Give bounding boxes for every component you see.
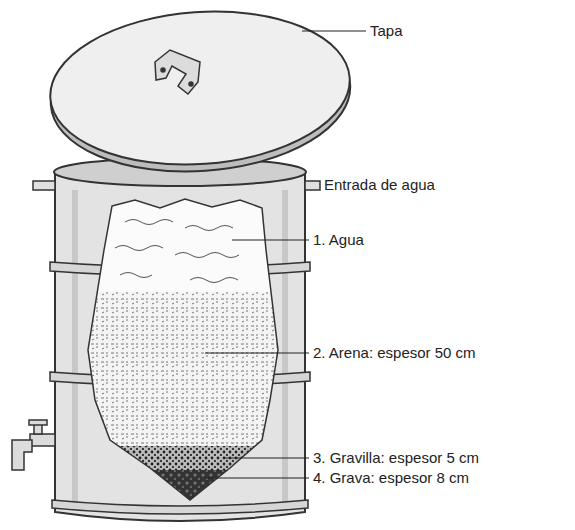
barrel-ring: [50, 262, 310, 514]
inlet-pipe: [33, 181, 320, 190]
leader-line: [205, 31, 366, 478]
lid-handle: [155, 50, 200, 94]
callout-label: 1. Agua: [311, 231, 366, 249]
barrel-body: [55, 172, 305, 521]
cutaway-edge: [88, 199, 278, 500]
callout-label: 3. Gravilla: espesor 5 cm: [311, 449, 481, 467]
callout-label: 4. Grava: espesor 8 cm: [311, 469, 471, 487]
callout-label: Tapa: [368, 22, 405, 40]
callout-label: Entrada de agua: [322, 176, 437, 194]
lid: [45, 2, 355, 182]
callout-label: 2. Arena: espesor 50 cm: [311, 344, 478, 362]
tap: [12, 420, 55, 470]
